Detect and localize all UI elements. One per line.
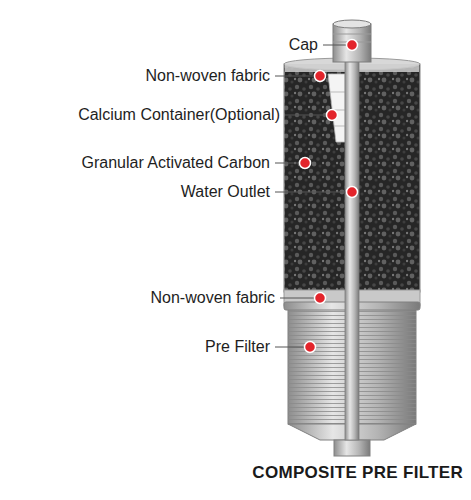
part-label: Water Outlet xyxy=(181,183,270,201)
part-label: Calcium Container(Optional) xyxy=(78,106,280,124)
bottom-nozzle xyxy=(334,440,370,456)
leader-line xyxy=(280,298,314,299)
caption: COMPOSITE PRE FILTER xyxy=(252,463,463,483)
part-label: Non-woven fabric xyxy=(151,289,276,307)
leader-line xyxy=(275,163,299,164)
marker-dots xyxy=(300,40,358,353)
leader-line xyxy=(323,45,346,46)
calcium-divider xyxy=(330,92,345,93)
leader-lines xyxy=(275,45,346,347)
marker-dot xyxy=(347,187,358,198)
marker-dot xyxy=(315,71,326,82)
cap-groove xyxy=(333,34,371,35)
marker-dot xyxy=(347,40,358,51)
leader-line xyxy=(275,347,304,348)
leader-line xyxy=(275,192,346,193)
part-label: Pre Filter xyxy=(205,338,270,356)
part-label: Granular Activated Carbon xyxy=(81,154,270,172)
leader-line xyxy=(275,76,314,77)
part-label: Non-woven fabric xyxy=(146,67,271,85)
marker-dot xyxy=(315,293,326,304)
marker-dot xyxy=(300,158,311,169)
water-outlet-tube xyxy=(345,58,359,440)
cap-body xyxy=(333,24,371,62)
cap-top xyxy=(333,20,371,28)
calcium-container xyxy=(328,74,345,142)
part-label: Cap xyxy=(289,36,318,54)
marker-dot xyxy=(305,342,316,353)
calcium-divider xyxy=(334,126,345,127)
marker-dot xyxy=(327,110,338,121)
leader-line xyxy=(285,115,326,116)
